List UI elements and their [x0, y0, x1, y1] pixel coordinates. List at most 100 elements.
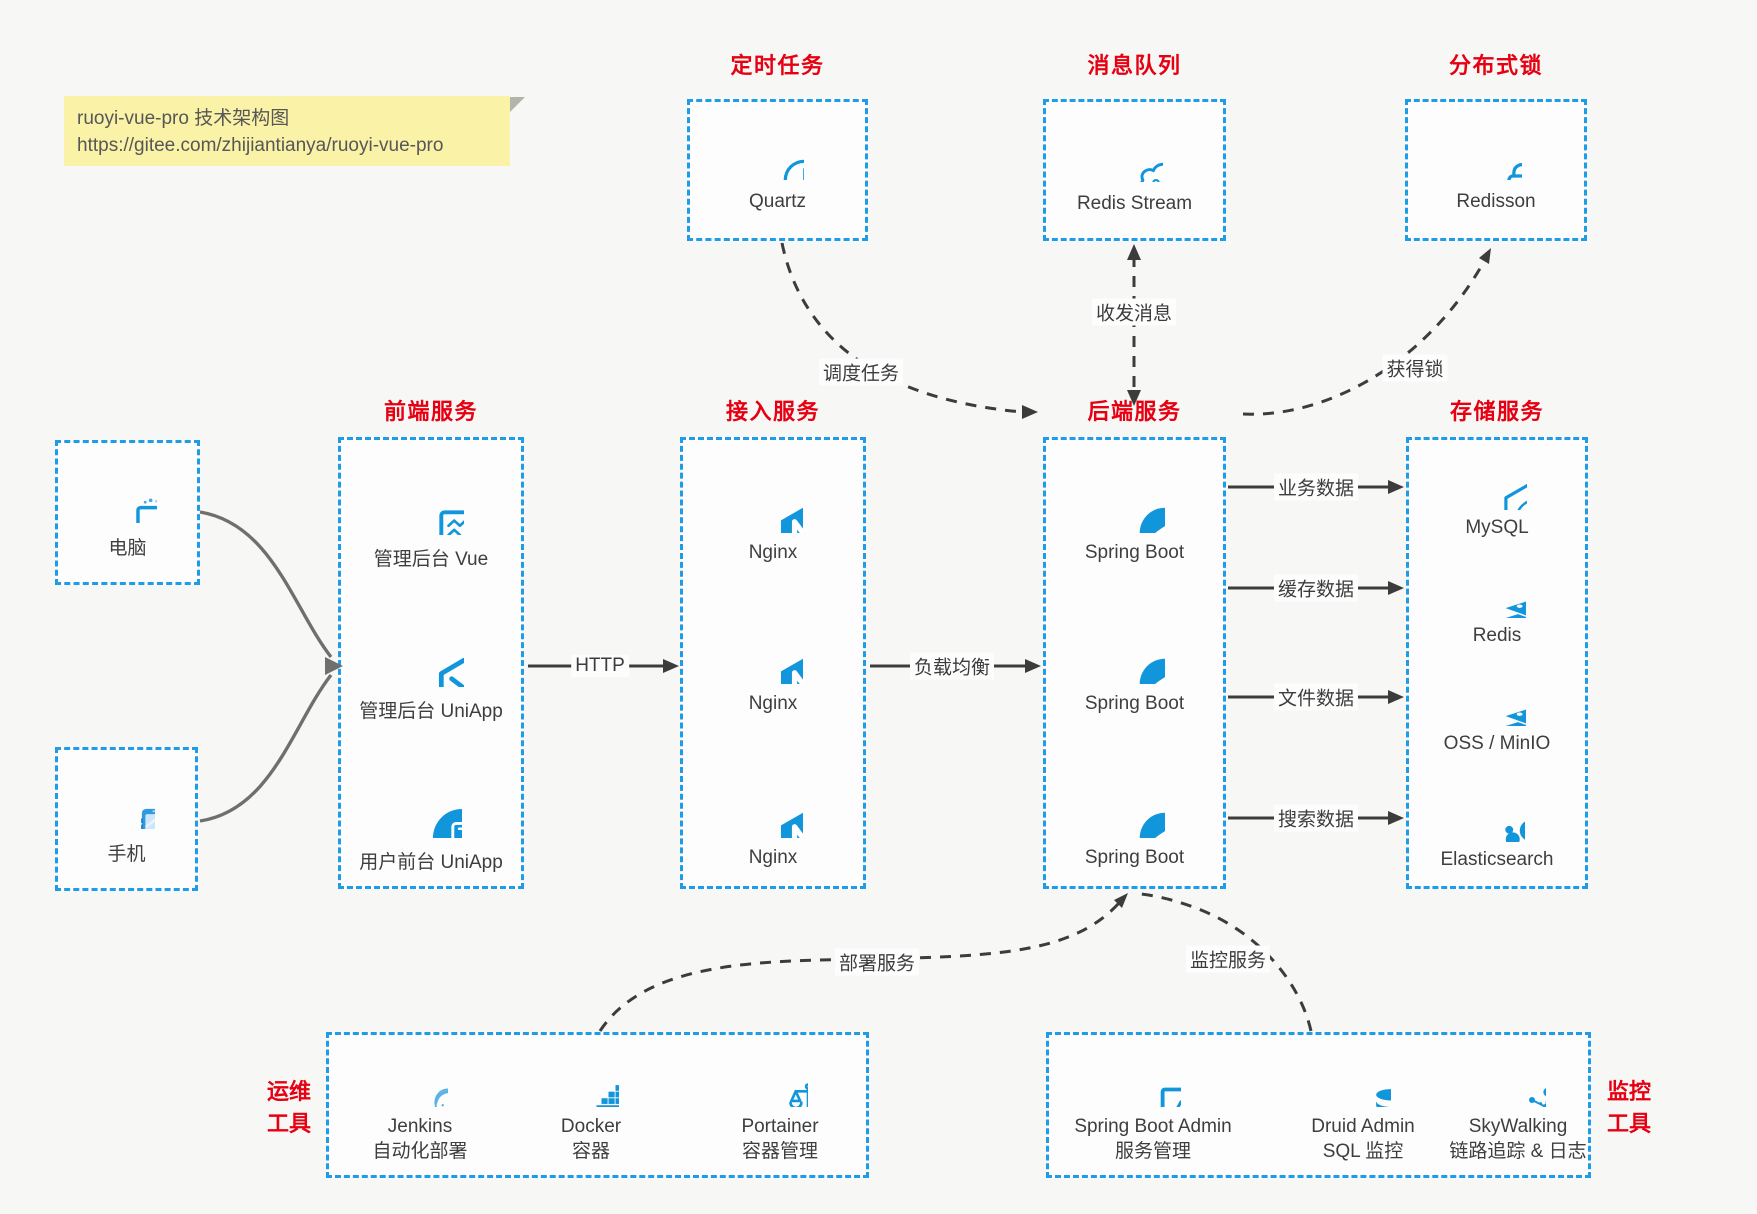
database-icon — [1335, 1051, 1391, 1107]
gateway-services-box: Nginx Nginx Nginx — [680, 437, 866, 889]
edge-label-monitor: 监控服务 — [1185, 945, 1271, 973]
edge-label-search-data: 搜索数据 — [1273, 804, 1359, 832]
desktop-client-box: 电脑 — [55, 440, 200, 585]
nginx-label: Nginx — [748, 693, 798, 714]
frontend-services-box: 管理后台 Vue 管理后台 UniApp 用户前台 UniApp — [338, 437, 524, 889]
quartz-label: Quartz — [748, 190, 807, 212]
edge-label-schedule: 调度任务 — [818, 358, 904, 386]
topology-icon — [1490, 1051, 1546, 1107]
desktop-icon — [99, 465, 157, 523]
spring-boot-label: Spring Boot — [1084, 847, 1185, 868]
desktop-to-frontend-curve — [199, 510, 333, 659]
skywalking-label: SkyWalking — [1468, 1116, 1568, 1137]
quartz-box: Quartz — [687, 99, 868, 241]
admin-uniapp-label: 管理后台 UniApp — [359, 701, 503, 722]
monitor-chart-icon — [1125, 1051, 1181, 1107]
jenkins-sublabel: 自动化部署 — [372, 1141, 468, 1162]
admin-vue-icon — [398, 469, 464, 535]
edge-label-business-data: 业务数据 — [1273, 473, 1359, 501]
user-uniapp-label: 用户前台 UniApp — [359, 852, 503, 873]
clock-icon — [752, 128, 804, 180]
edge-label-message: 收发消息 — [1091, 298, 1177, 326]
nginx-icon — [743, 624, 803, 684]
column-title-backend: 后端服务 — [1087, 399, 1182, 424]
spring-boot-item: Spring Boot — [1046, 473, 1223, 564]
group-title-message-queue: 消息队列 — [1087, 53, 1182, 78]
spring-boot-admin-label: Spring Boot Admin — [1074, 1116, 1232, 1137]
spring-boot-label: Spring Boot — [1084, 542, 1185, 563]
skywalking-item: SkyWalking 链路追踪 & 日志 — [1408, 1051, 1628, 1164]
redis-stream-box: Redis Stream — [1043, 99, 1226, 241]
uniapp-cube-icon — [398, 621, 464, 687]
mysql-item: MySQL — [1409, 450, 1585, 539]
redisson-item: Redisson — [1408, 102, 1584, 238]
note-corner-fold — [510, 97, 525, 112]
edge-label-cache-data: 缓存数据 — [1273, 574, 1359, 602]
portainer-icon — [752, 1051, 808, 1107]
druid-admin-sublabel: SQL 监控 — [1322, 1141, 1404, 1162]
phone-circle-icon — [400, 776, 462, 838]
admin-vue-label: 管理后台 Vue — [373, 549, 489, 570]
mysql-label: MySQL — [1465, 517, 1529, 538]
elasticsearch-icon — [1469, 786, 1525, 842]
schedule-task-curve — [780, 242, 1023, 414]
elasticsearch-item: Elasticsearch — [1409, 786, 1585, 871]
storage-services-box: MySQL Redis OSS / MinIO Elasticsearch — [1406, 437, 1588, 889]
docker-icon — [563, 1051, 619, 1107]
nginx-label: Nginx — [748, 847, 798, 868]
redis-icon — [1468, 560, 1526, 618]
spring-boot-item: Spring Boot — [1046, 624, 1223, 715]
backend-services-box: Spring Boot Spring Boot Spring Boot — [1043, 437, 1226, 889]
monitor-tools-title: 监控 工具 — [1606, 1079, 1651, 1136]
desktop-label: 电脑 — [108, 538, 147, 559]
edge-label-http: HTTP — [571, 655, 629, 677]
ops-tools-title: 运维 工具 — [266, 1079, 311, 1136]
nginx-item: Nginx — [683, 778, 863, 869]
smartphone-icon — [99, 773, 155, 829]
redis-label: Redis — [1472, 625, 1522, 646]
redis-item: Redis — [1409, 560, 1585, 647]
edge-label-file-data: 文件数据 — [1273, 683, 1359, 711]
acquire-lock-curve — [1242, 257, 1488, 416]
docker-label: Docker — [560, 1116, 622, 1137]
storage-stack-icon — [1468, 668, 1526, 726]
group-title-distributed-lock: 分布式锁 — [1448, 53, 1543, 78]
admin-vue-item: 管理后台 Vue — [341, 469, 521, 571]
nginx-icon — [743, 473, 803, 533]
redisson-box: Redisson — [1405, 99, 1587, 241]
mysql-icon — [1467, 450, 1527, 510]
admin-uniapp-item: 管理后台 UniApp — [341, 621, 521, 723]
redisson-label: Redisson — [1456, 190, 1536, 212]
cloud-stream-icon — [1107, 126, 1163, 182]
edge-label-load-balance: 负载均衡 — [909, 652, 995, 680]
mobile-label: 手机 — [107, 843, 146, 865]
spring-boot-icon — [1105, 624, 1165, 684]
docker-sublabel: 容器 — [571, 1141, 610, 1162]
redis-stream-label: Redis Stream — [1076, 192, 1193, 214]
sticky-note: ruoyi-vue-pro 技术架构图 https://gitee.com/zh… — [64, 96, 525, 166]
mobile-to-frontend-curve — [199, 673, 333, 823]
skywalking-sublabel: 链路追踪 & 日志 — [1449, 1141, 1587, 1162]
edge-label-deploy: 部署服务 — [834, 948, 920, 976]
elasticsearch-label: Elasticsearch — [1440, 849, 1554, 870]
spring-boot-label: Spring Boot — [1084, 693, 1185, 714]
portainer-label: Portainer — [741, 1116, 819, 1137]
column-title-gateway: 接入服务 — [725, 399, 820, 424]
jenkins-icon — [392, 1051, 448, 1107]
nginx-label: Nginx — [748, 542, 798, 563]
group-title-scheduled-tasks: 定时任务 — [730, 53, 825, 78]
spring-boot-icon — [1105, 778, 1165, 838]
mobile-client-box: 手机 — [55, 747, 198, 891]
note-title: ruoyi-vue-pro 技术架构图 — [77, 108, 290, 129]
nginx-item: Nginx — [683, 473, 863, 564]
oss-minio-label: OSS / MinIO — [1443, 733, 1551, 754]
note-url: https://gitee.com/zhijiantianya/ruoyi-vu… — [77, 135, 444, 156]
spring-boot-icon — [1105, 473, 1165, 533]
column-title-storage: 存储服务 — [1449, 399, 1544, 424]
oss-minio-item: OSS / MinIO — [1409, 668, 1585, 755]
